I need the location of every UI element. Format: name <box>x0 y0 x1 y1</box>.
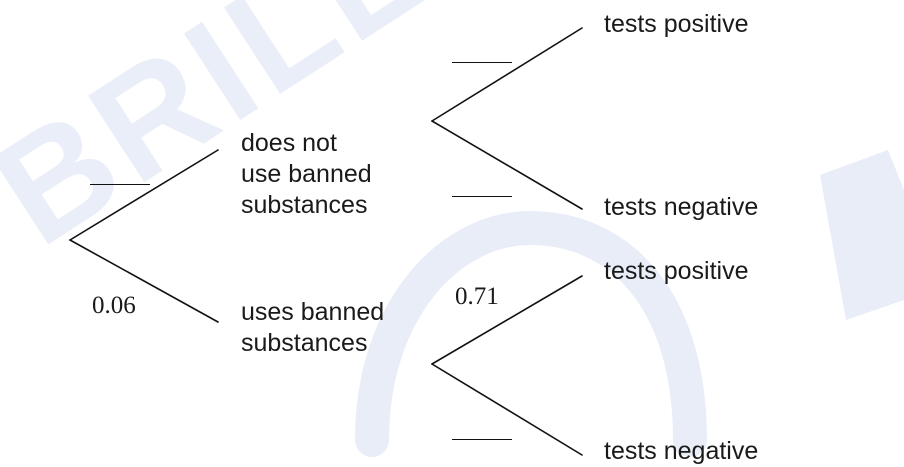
watermark-shape <box>820 150 904 320</box>
outcome-line: substances <box>241 191 368 219</box>
lower-tests-positive-label: tests positive <box>604 257 749 285</box>
blank-probability-upper-positive <box>452 62 512 63</box>
outcome-line: does not <box>241 129 337 157</box>
blank-probability-upper-negative <box>452 196 512 197</box>
watermark-ring <box>355 211 707 457</box>
probability-lower-tests-positive: 0.71 <box>455 283 499 310</box>
lower-tests-negative-label: tests negative <box>604 437 759 465</box>
branch-root-upper <box>69 149 219 241</box>
probability-uses-banned: 0.06 <box>92 292 136 319</box>
upper-tests-positive-label: tests positive <box>604 10 749 38</box>
branch-upper-positive <box>431 27 583 122</box>
branch-upper-negative <box>431 120 583 210</box>
outcome-line: uses banned <box>241 298 385 326</box>
blank-probability-does-not-use <box>90 184 150 185</box>
outcome-does-not-use-label: does not use banned substances <box>241 128 372 221</box>
blank-probability-lower-negative <box>452 439 512 440</box>
branch-lower-negative <box>431 363 583 456</box>
outcome-line: use banned <box>241 160 372 188</box>
branch-root-lower <box>69 239 219 323</box>
branch-lower-positive <box>431 275 583 365</box>
outcome-line: substances <box>241 329 368 357</box>
upper-tests-negative-label: tests negative <box>604 193 759 221</box>
outcome-uses-label: uses banned substances <box>241 297 384 359</box>
